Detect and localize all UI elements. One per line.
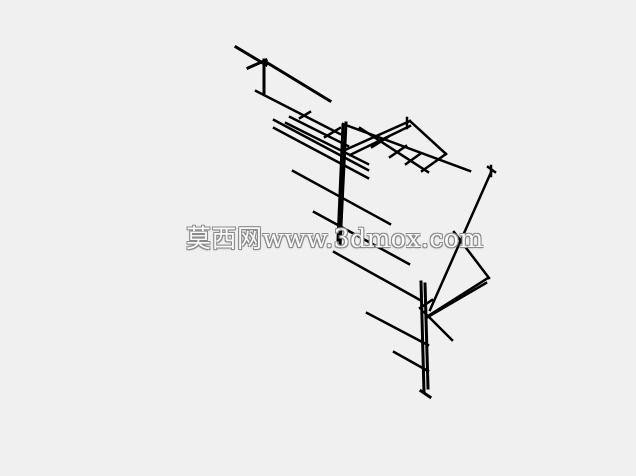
left-arms xyxy=(272,118,430,373)
right-strut xyxy=(418,164,497,342)
ladder-frame xyxy=(298,110,448,174)
lower-vertical-post xyxy=(418,280,433,400)
top-arm-bracket xyxy=(233,44,333,104)
